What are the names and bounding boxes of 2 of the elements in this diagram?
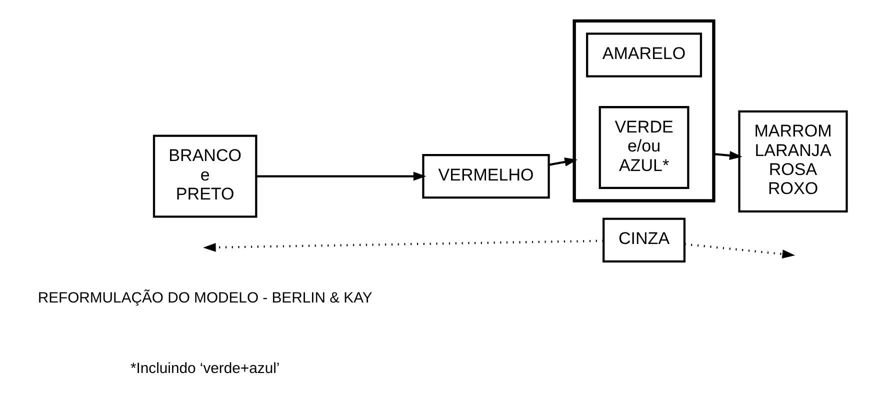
label: *Incluindo ‘verde+azul’ [130,360,280,377]
label: REFORMULAÇÃO DO MODELO - BERLIN & KAY [37,290,372,307]
